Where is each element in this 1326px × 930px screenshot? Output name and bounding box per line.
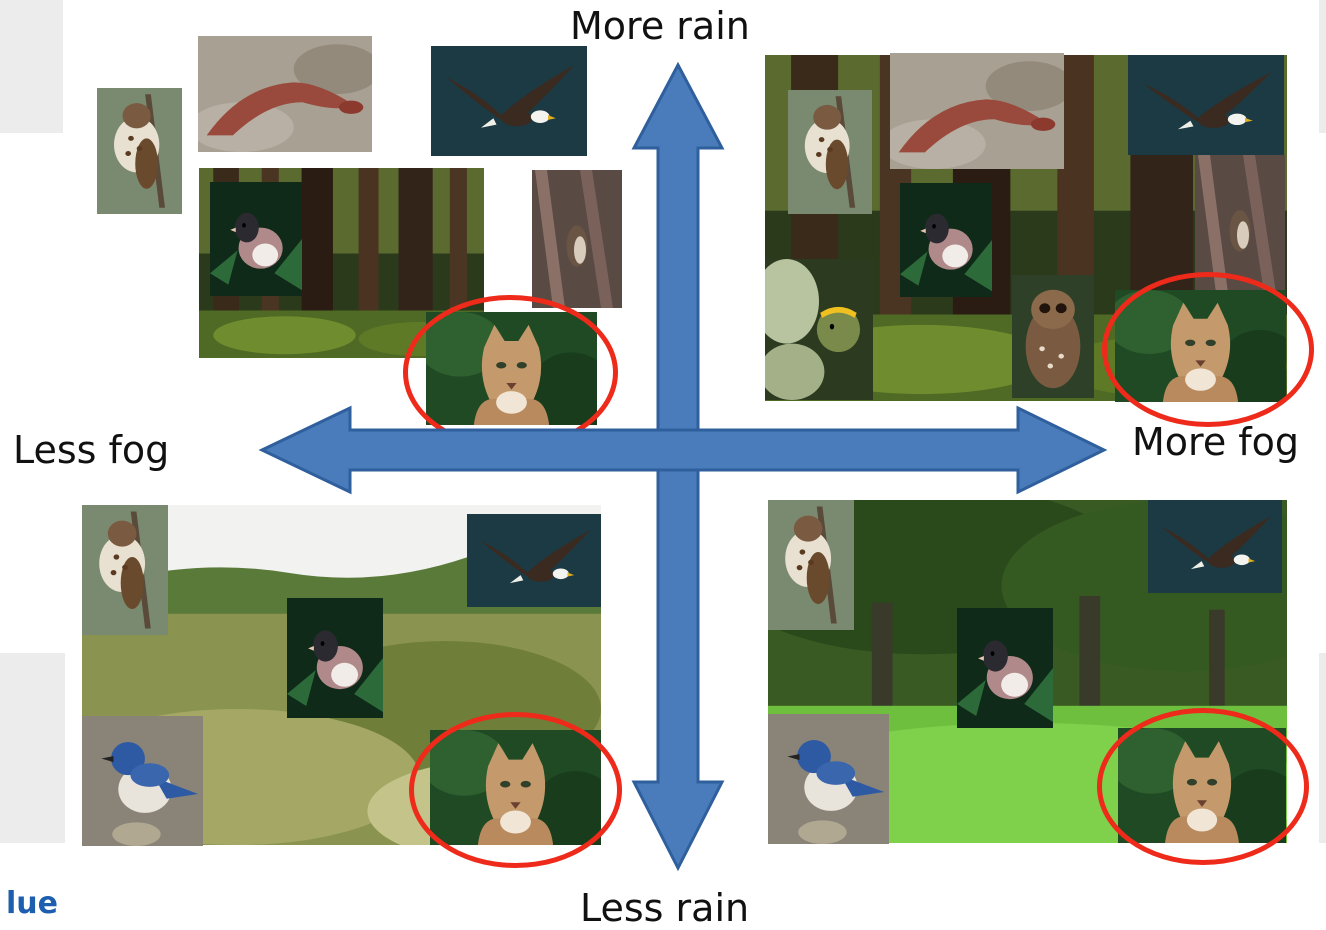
mountain-lion-highlight-circle (1097, 708, 1309, 865)
logo-text-fragment: lue (6, 886, 58, 921)
less-fog-label: Less fog (13, 428, 170, 472)
more-fog-label: More fog (1132, 420, 1300, 464)
less-rain-label: Less rain (580, 886, 750, 930)
edge-panel-top-left (0, 0, 63, 133)
edge-panel-bottom-left (0, 653, 65, 843)
edge-panel-bottom-right (1319, 653, 1326, 843)
edge-panel-top-right (1319, 0, 1326, 133)
fog-axis-arrow (258, 405, 1108, 495)
more-rain-label: More rain (570, 4, 750, 48)
mountain-lion-highlight-circle (409, 712, 622, 868)
mountain-lion-highlight-circle (1102, 272, 1314, 427)
